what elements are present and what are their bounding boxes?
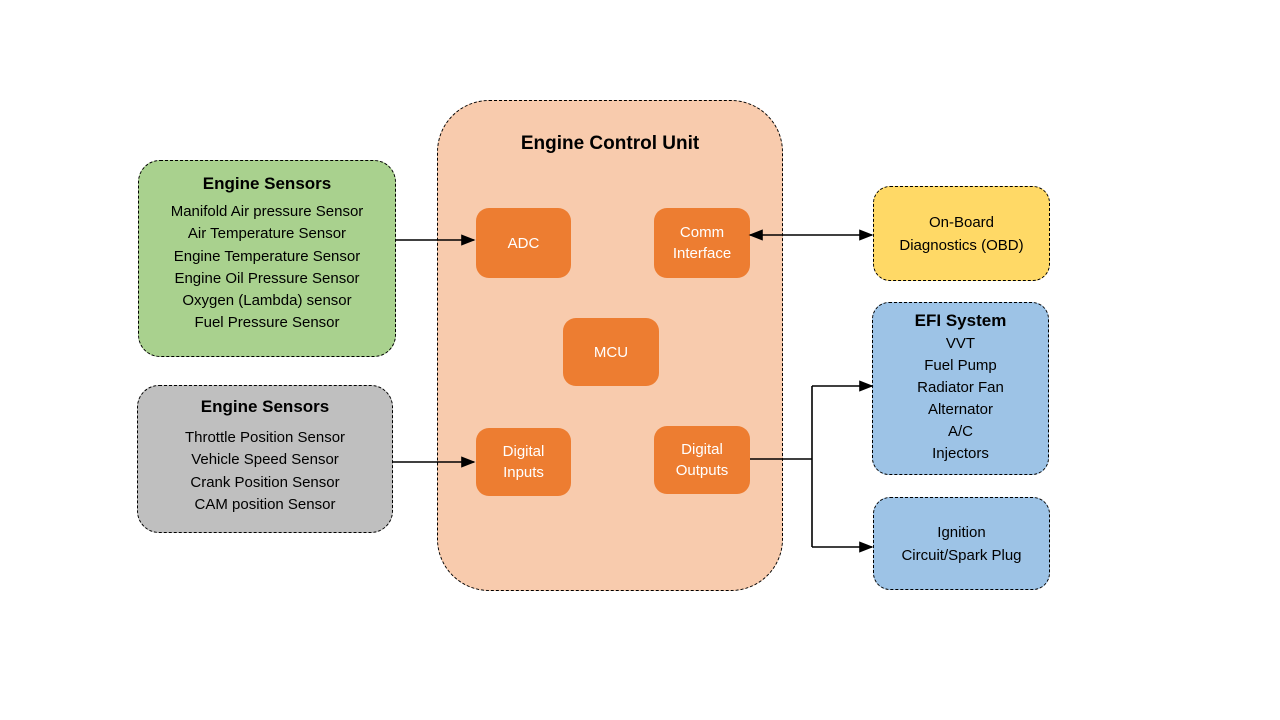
efi-item: Injectors [932,445,989,462]
efi-item: Alternator [927,401,994,418]
obd-node: On-Board Diagnostics (OBD) [873,186,1050,281]
efi-system-list: VVT Fuel Pump Radiator Fan Alternator A/… [873,333,1048,465]
comm-interface-block: Comm Interface [654,208,750,278]
efi-system-node: EFI System VVT Fuel Pump Radiator Fan Al… [872,302,1049,475]
ecu-container: Engine Control Unit ADC Comm Interface M… [437,100,783,591]
sensor-item: Manifold Air pressure Sensor [170,203,364,220]
sensor-item: Vehicle Speed Sensor [191,451,339,469]
efi-item: Fuel Pump [924,357,997,374]
efi-item: Radiator Fan [917,379,1004,396]
digital-sensors-title: Engine Sensors [200,397,330,416]
sensor-item: Engine Temperature Sensor [173,247,361,265]
sensor-item: Oxygen (Lambda) sensor [182,292,352,310]
sensor-item: Engine Oil Pressure Sensor [174,269,360,287]
sensor-item: Fuel Pressure Sensor [194,314,340,332]
efi-system-title: EFI System [914,311,1007,330]
digital-inputs-block: Digital Inputs [476,428,571,496]
sensor-item: Air Temperature Sensor [187,225,347,243]
ecu-title: Engine Control Unit [520,133,700,154]
digital-outputs-block: Digital Outputs [654,426,750,494]
mcu-block: MCU [563,318,659,386]
efi-item: VVT [945,335,976,352]
digital-sensors-group: Engine Sensors Throttle Position Sensor … [137,385,393,533]
sensor-item: Throttle Position Sensor [184,429,346,446]
adc-block: ADC [476,208,571,278]
analog-sensors-title: Engine Sensors [202,174,332,193]
efi-item: A/C [947,423,973,440]
ignition-node: Ignition Circuit/Spark Plug [873,497,1050,590]
analog-sensors-list: Manifold Air pressure Sensor Air Tempera… [139,201,395,335]
sensor-item: Crank Position Sensor [190,473,340,491]
sensor-item: CAM position Sensor [194,495,336,513]
analog-sensors-group: Engine Sensors Manifold Air pressure Sen… [138,160,396,357]
digital-sensors-list: Throttle Position Sensor Vehicle Speed S… [138,427,392,516]
